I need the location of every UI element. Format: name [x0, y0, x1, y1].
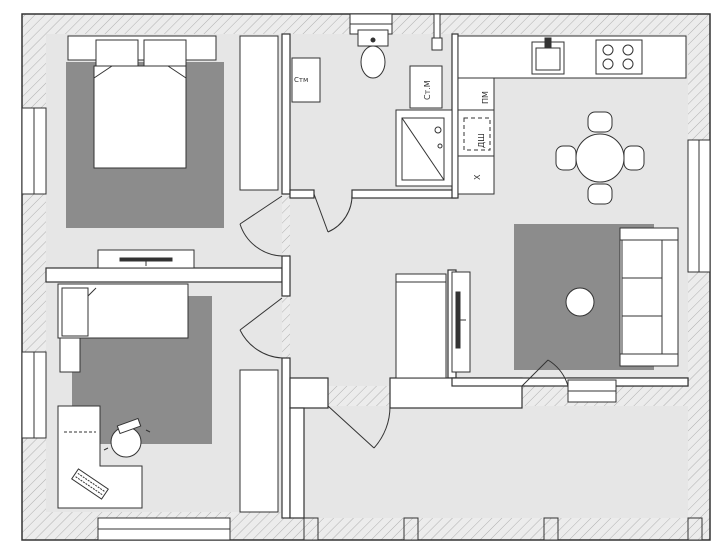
pipe-icon	[431, 13, 443, 51]
wall-bedroom-east-bot	[281, 255, 291, 297]
bathroom: Стм Ст.М	[291, 13, 453, 187]
window-icon	[21, 351, 47, 439]
chair-icon	[555, 111, 645, 205]
window-icon	[21, 107, 47, 195]
door-swing-icon	[521, 359, 569, 387]
washer-label: Стм	[294, 76, 308, 84]
kitchen: ПМ ДШ Х	[457, 35, 687, 195]
shower-icon	[395, 109, 453, 187]
wall-bath-kitchen	[451, 33, 459, 199]
sink-icon	[531, 37, 565, 75]
balcony-floor	[304, 406, 688, 518]
kitchen-counter-top	[457, 35, 687, 79]
wall-bedroom-east-top	[281, 33, 291, 195]
tv-icon	[97, 249, 195, 269]
balcony-posts	[303, 517, 703, 541]
wall-south-a	[289, 377, 329, 409]
dishwasher-label: ДШ	[477, 133, 486, 148]
coffee-table-icon	[565, 287, 595, 317]
washer-icon: Стм	[291, 57, 321, 103]
wall-study-east	[281, 357, 291, 519]
tv-icon	[455, 291, 461, 349]
door-swing-icon	[239, 195, 283, 257]
wardrobe	[239, 369, 279, 513]
wall-bath-south-b	[351, 189, 457, 199]
wall-bedroom-study	[45, 267, 283, 283]
window-icon	[349, 13, 393, 35]
door-swing-icon	[239, 297, 283, 359]
living	[395, 224, 679, 379]
door-swing-icon	[313, 193, 353, 233]
dishwasher-icon	[463, 117, 491, 151]
windows	[21, 13, 711, 541]
single-bed-icon	[57, 283, 189, 373]
doors	[239, 193, 569, 449]
keyboard-icon	[71, 468, 109, 500]
sofa-icon	[619, 227, 679, 367]
wall-balcony-west	[289, 407, 305, 519]
bedroom	[66, 35, 279, 269]
x-label: Х	[473, 174, 482, 180]
door-swing-icon	[327, 405, 391, 449]
window-icon	[567, 379, 617, 403]
study	[57, 283, 279, 513]
wall-bath-south-a	[289, 189, 315, 199]
pm-label: ПМ	[481, 91, 490, 104]
window-icon	[97, 517, 231, 541]
fridge-icon: Ст.М	[409, 65, 443, 109]
fridge-label: Ст.М	[423, 80, 432, 100]
stove-icon	[595, 39, 643, 75]
office-chair-icon	[103, 417, 151, 458]
tv-stand	[395, 271, 471, 379]
toilet-icon	[357, 29, 389, 79]
wardrobe	[239, 35, 279, 191]
dining-table-icon	[575, 133, 625, 183]
bed-icon	[67, 35, 217, 169]
window-icon	[687, 139, 711, 273]
dining-set	[555, 111, 645, 205]
